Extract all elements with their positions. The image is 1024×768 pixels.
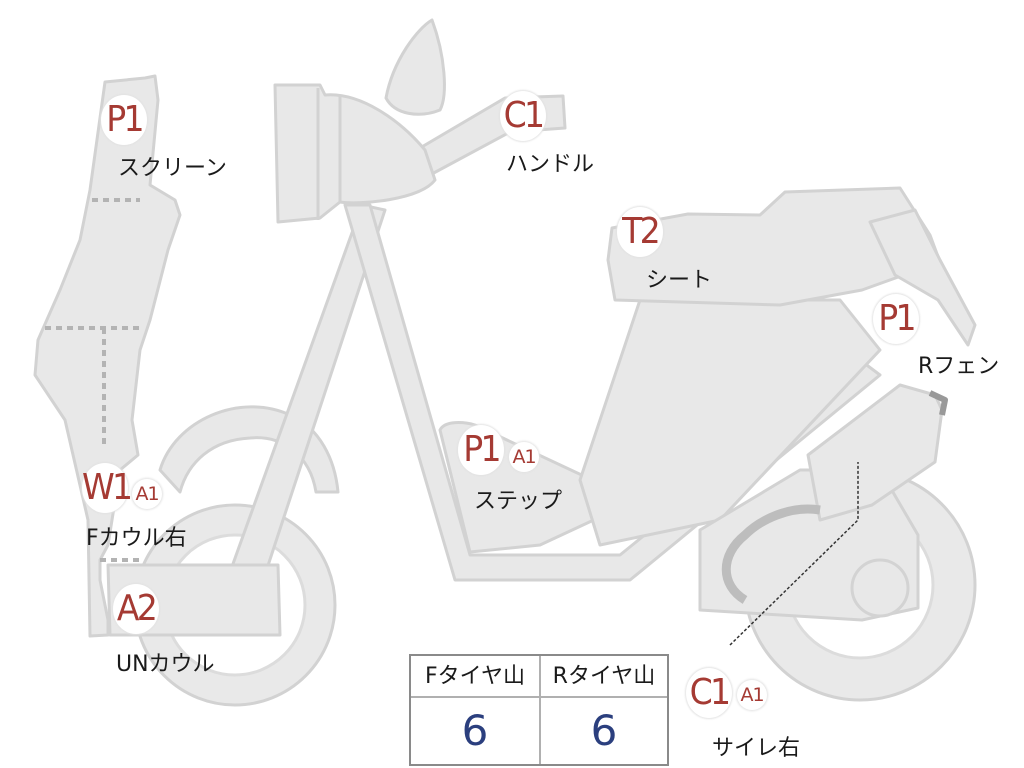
muffler-right-damage-subcode: A1	[737, 680, 767, 710]
rear-tread-value: 6	[590, 706, 618, 755]
front-cowl-right-damage-code: W1	[82, 463, 133, 513]
rear-tread-header: Rタイヤ山	[541, 656, 667, 698]
windshield-top	[384, 18, 446, 116]
muffler-right-label: サイレ右	[712, 736, 801, 761]
handle-label: ハンドル	[506, 152, 595, 177]
muffler	[806, 383, 944, 522]
screen-cowl	[33, 74, 182, 638]
table-divider	[539, 656, 541, 764]
step-damage-subcode: A1	[509, 442, 539, 472]
step-label: ステップ	[474, 489, 563, 514]
front-tread-header: Fタイヤ山	[411, 656, 539, 698]
seat-damage-code: T2	[617, 207, 663, 257]
tire-tread-table: Fタイヤ山 Rタイヤ山 6 6	[409, 654, 669, 766]
front-cowl-right-label: Fカウル右	[86, 526, 187, 551]
front-tread-value: 6	[461, 706, 489, 755]
under-cowl-damage-code: A2	[113, 584, 159, 634]
screen-damage-code: P1	[101, 95, 147, 145]
handle-damage-code: C1	[500, 91, 546, 141]
muffler-right-damage-code: C1	[686, 668, 732, 718]
rear-fender-damage-code: P1	[873, 294, 919, 344]
seat-label: シート	[646, 268, 713, 293]
screen-label: スクリーン	[118, 156, 227, 181]
front-cowl-right-damage-subcode: A1	[132, 479, 162, 509]
under-cowl-label: UNカウル	[116, 652, 215, 677]
head-cowl	[273, 83, 437, 224]
rear-fender-shape	[868, 208, 977, 347]
rear-fender-label: Rフェン	[918, 354, 1000, 379]
step-damage-code: P1	[458, 425, 504, 475]
